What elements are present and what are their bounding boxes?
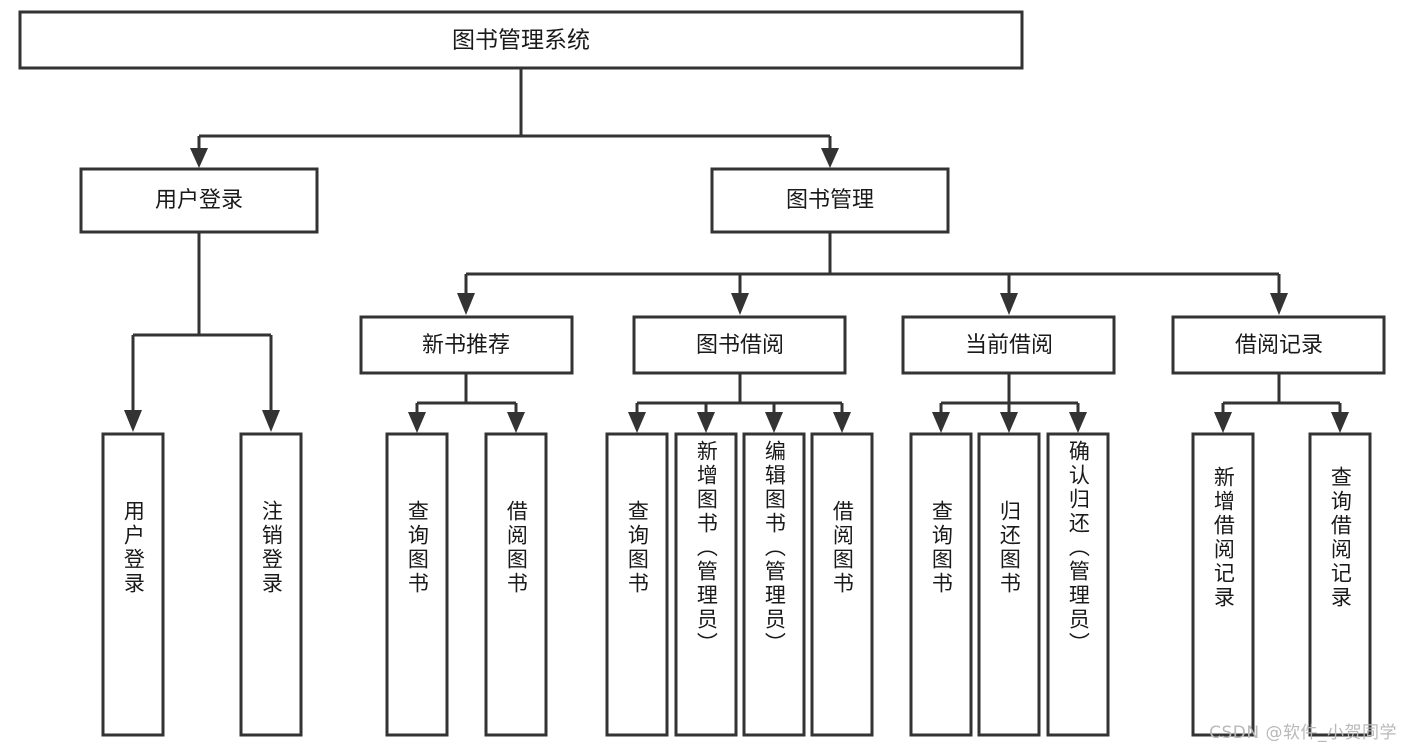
node-label-book-borrow: 图书借阅 [696,333,784,358]
leaf-box-book-borrow-2[interactable] [674,432,738,737]
arrow-book-borrow-leaf-4 [833,412,851,433]
node-box-root[interactable] [18,10,1024,70]
node-box-new-book-recommend[interactable] [359,315,574,375]
leaf-box-book-borrow-1[interactable] [605,432,669,737]
arrow-book-mgmt-child-4 [1270,293,1288,315]
arrow-new-book-leaf-1 [408,412,426,433]
leaf-box-book-borrow-3[interactable] [742,432,806,737]
leaf-box-book-borrow-4[interactable] [810,432,874,737]
leaf-box-current-borrow-3[interactable] [1046,432,1110,737]
leaf-box-user-login-1[interactable] [101,432,165,737]
arrow-user-login-leaf-2 [262,410,280,432]
arrow-book-borrow-leaf-1 [628,412,646,433]
leaf-box-current-borrow-1[interactable] [909,432,973,737]
arrow-current-borrow-leaf-2 [1000,412,1018,433]
connector-group-user-login [124,233,280,432]
arrow-book-mgmt-child-3 [1000,293,1018,315]
arrow-book-mgmt-child-2 [731,293,749,315]
leaf-box-new-book-1[interactable] [385,432,449,737]
node-label-user-login: 用户登录 [155,188,243,213]
arrow-current-borrow-leaf-1 [932,412,950,433]
node-box-user-login[interactable] [79,167,319,234]
connector-group-book-borrow [628,374,851,433]
node-box-book-management[interactable] [710,167,950,234]
leaf-box-user-login-2[interactable] [239,432,303,737]
arrow-new-book-leaf-2 [507,412,525,433]
connector-group-book-mgmt [457,233,1288,315]
node-box-borrow-record[interactable] [1171,315,1386,375]
leaf-box-new-book-2[interactable] [484,432,548,737]
arrow-borrow-record-leaf-2 [1331,412,1349,433]
node-label-current-borrow: 当前借阅 [965,333,1053,358]
node-label-book-management: 图书管理 [786,188,874,213]
node-label-root: 图书管理系统 [452,28,590,54]
arrow-root-to-book-mgmt [821,148,839,168]
node-label-borrow-record: 借阅记录 [1235,333,1323,358]
leaf-box-borrow-record-1[interactable] [1191,432,1255,737]
leaf-box-borrow-record-2[interactable] [1308,432,1372,737]
connector-group-borrow-record [1214,374,1349,433]
arrow-book-borrow-leaf-3 [765,412,783,433]
connector-group-root [190,69,839,168]
watermark-text: CSDN @软件_小贺同学 [1209,723,1397,743]
node-box-current-borrow[interactable] [901,315,1116,375]
arrow-current-borrow-leaf-3 [1069,412,1087,433]
arrow-user-login-leaf-1 [124,410,142,432]
arrow-book-mgmt-child-1 [457,293,475,315]
arrow-book-borrow-leaf-2 [697,412,715,433]
leaf-box-current-borrow-2[interactable] [977,432,1041,737]
node-box-book-borrow[interactable] [632,315,847,375]
connector-group-new-book [408,374,525,433]
arrow-borrow-record-leaf-1 [1214,412,1232,433]
node-label-new-book-recommend: 新书推荐 [422,333,510,358]
arrow-root-to-user-login [190,148,208,168]
connector-group-current-borrow [932,374,1087,433]
